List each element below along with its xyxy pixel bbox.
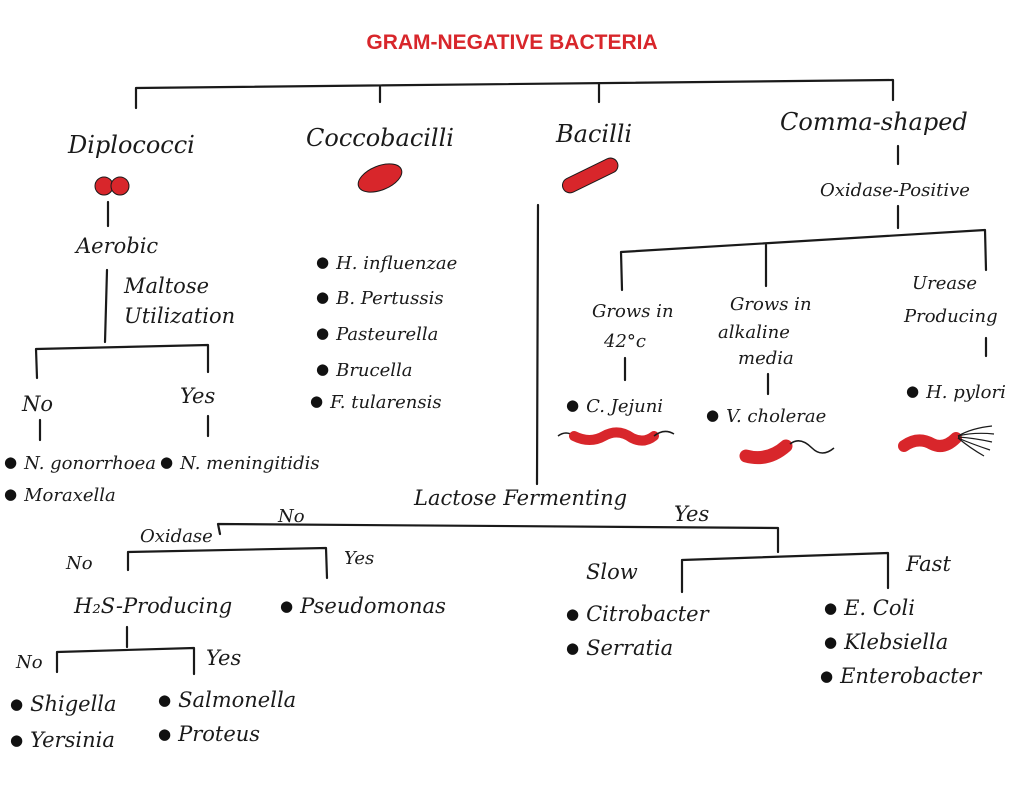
- h-pylori-item: H. pylori: [906, 384, 1006, 402]
- h-pylori-shape: [898, 425, 995, 457]
- aerobic-label: Aerobic: [76, 234, 159, 258]
- oxidase-yes-label: Yes: [344, 548, 375, 569]
- lactose-no-label: No: [278, 506, 305, 527]
- b-pertussis-item: B. Pertussis: [316, 290, 444, 308]
- proteus-item: Proteus: [158, 724, 260, 745]
- diplococci-label: Diplococci: [68, 131, 195, 159]
- c-jejuni-shape: [557, 427, 675, 446]
- alkaline-line2: alkaline: [718, 322, 790, 343]
- urease-line1: Urease: [912, 273, 978, 294]
- grows-42-line2: 42°c: [604, 331, 646, 352]
- alkaline-line1: Grows in: [730, 294, 812, 315]
- coccobacilli-label: Coccobacilli: [306, 124, 454, 152]
- v-cholerae-shape: [739, 439, 835, 465]
- moraxella-item: Moraxella: [4, 487, 116, 505]
- maltose-label-line2: Utilization: [124, 304, 236, 328]
- diplococcus-right: [110, 176, 130, 196]
- salmonella-item: Salmonella: [158, 690, 296, 711]
- oxidase-positive-label: Oxidase-Positive: [820, 180, 970, 201]
- urease-line2: Producing: [904, 306, 998, 327]
- h2s-yes-label: Yes: [206, 646, 242, 670]
- comma-shaped-label: Comma-shaped: [780, 108, 968, 136]
- c-jejuni-item: C. Jejuni: [566, 398, 663, 416]
- maltose-yes-label: Yes: [180, 384, 216, 408]
- v-cholerae-item: V. cholerae: [706, 408, 826, 426]
- maltose-no-label: No: [22, 392, 54, 416]
- oxidase-no-label: No: [66, 553, 93, 574]
- oxidase-label: Oxidase: [140, 526, 213, 547]
- brucella-item: Brucella: [316, 362, 412, 380]
- h-influenzae-item: H. influenzae: [316, 255, 457, 273]
- bacillus-shape: [561, 157, 619, 194]
- n-meningitidis-item: N. meningitidis: [160, 455, 320, 473]
- enterobacter-item: Enterobacter: [820, 666, 981, 687]
- coccobacillus-shape: [357, 163, 403, 193]
- diagram-title: GRAM-NEGATIVE BACTERIA: [366, 31, 658, 54]
- fast-label: Fast: [906, 552, 951, 576]
- citrobacter-item: Citrobacter: [566, 604, 709, 625]
- bacilli-label: Bacilli: [556, 120, 633, 148]
- klebsiella-item: Klebsiella: [824, 632, 948, 653]
- pseudomonas-item: Pseudomonas: [280, 596, 446, 617]
- pasteurella-item: Pasteurella: [316, 326, 438, 344]
- shigella-item: Shigella: [10, 694, 116, 715]
- alkaline-line3: media: [738, 348, 794, 369]
- f-tularensis-item: F. tularensis: [310, 394, 442, 412]
- diplococcus-left: [94, 176, 114, 196]
- lactose-yes-label: Yes: [674, 502, 710, 526]
- grows-42-line1: Grows in: [592, 301, 674, 322]
- h2s-no-label: No: [16, 652, 43, 673]
- e-coli-item: E. Coli: [824, 598, 915, 619]
- n-gonorrhoea-item: N. gonorrhoea: [4, 455, 156, 473]
- lactose-fermenting-label: Lactose Fermenting: [414, 486, 628, 510]
- maltose-label-line1: Maltose: [124, 274, 210, 298]
- serratia-item: Serratia: [566, 638, 673, 659]
- slow-label: Slow: [586, 560, 638, 584]
- yersinia-item: Yersinia: [10, 730, 115, 751]
- h2s-producing-label: H₂S-Producing: [74, 594, 233, 618]
